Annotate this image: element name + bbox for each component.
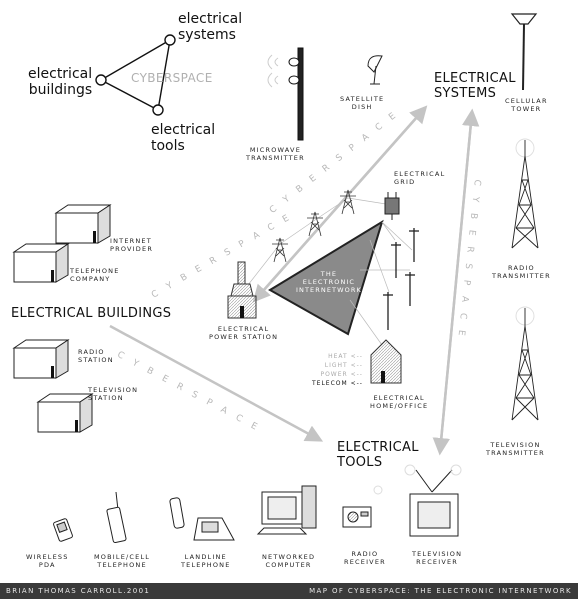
telephone-company-label: TELEPHONE COMPANY	[70, 267, 120, 283]
television-station-label: TELEVISION STATION	[88, 386, 139, 402]
group-electrical-systems: ELECTRICAL SYSTEMS	[434, 71, 516, 101]
flow-power: POWER <--	[320, 371, 363, 378]
flow-list: HEAT <-- LIGHT <-- POWER <-- TELECOM <--	[312, 352, 363, 388]
microwave-transmitter-label: MICROWAVE TRANSMITTER	[246, 146, 305, 162]
grid-box-icon	[384, 192, 400, 220]
radio-receiver-label: RADIO RECEIVER	[344, 550, 386, 566]
group-electrical-buildings: ELECTRICAL BUILDINGS	[11, 306, 172, 321]
footer-author: BRIAN THOMAS CARROLL.2001	[6, 587, 151, 595]
legend-tools-label: electrical tools	[151, 122, 216, 154]
house-icon	[370, 339, 402, 384]
legend-center-label: CYBERSPACE	[131, 71, 213, 85]
cyberspace-connectors	[109, 105, 480, 456]
wireless-pda-label: WIRELESS PDA	[26, 553, 69, 569]
mobile-telephone-label: MOBILE/CELL TELEPHONE	[94, 553, 151, 569]
internet-provider-label: INTERNET PROVIDER	[110, 237, 154, 253]
buildings-icons	[12, 204, 112, 433]
satellite-dish-icon	[367, 55, 383, 85]
cellular-tower-icon	[510, 13, 538, 91]
internetwork-label: THE ELECTRONIC INTERNETWORK	[296, 270, 362, 294]
power-station-icon	[227, 261, 257, 319]
utility-poles	[383, 228, 419, 330]
networked-computer-label: NETWORKED COMPUTER	[262, 553, 316, 569]
legend-diagram	[95, 34, 176, 116]
tools-icons	[53, 464, 462, 544]
radio-transmitter-icon	[511, 138, 539, 249]
flow-heat: HEAT <--	[328, 353, 363, 360]
television-transmitter-label: TELEVISION TRANSMITTER	[486, 441, 545, 457]
cellular-tower-label: CELLULAR TOWER	[505, 97, 548, 113]
footer-bar: BRIAN THOMAS CARROLL.2001 MAP OF CYBERSP…	[0, 583, 578, 599]
group-electrical-tools: ELECTRICAL TOOLS	[337, 440, 419, 470]
television-receiver-label: TELEVISION RECEIVER	[412, 550, 463, 566]
landline-telephone-label: LANDLINE TELEPHONE	[181, 553, 231, 569]
radio-transmitter-label: RADIO TRANSMITTER	[492, 264, 551, 280]
home-office-label: ELECTRICAL HOME/OFFICE	[370, 394, 429, 410]
pylons	[272, 189, 356, 263]
legend-buildings-label: electrical buildings	[28, 66, 93, 98]
microwave-transmitter-icon	[267, 47, 304, 141]
power-station-label: ELECTRICAL POWER STATION	[209, 325, 279, 341]
television-transmitter-icon	[511, 306, 539, 421]
legend-systems-label: electrical systems	[178, 11, 243, 43]
satellite-dish-label: SATELLITE DISH	[340, 95, 385, 111]
footer-title: MAP OF CYBERSPACE: THE ELECTRONIC INTERN…	[309, 587, 572, 595]
flow-light: LIGHT <--	[324, 362, 363, 369]
electrical-grid-label: ELECTRICAL GRID	[394, 170, 446, 186]
radio-station-label: RADIO STATION	[78, 348, 114, 364]
flow-telecom: TELECOM <--	[312, 380, 363, 387]
